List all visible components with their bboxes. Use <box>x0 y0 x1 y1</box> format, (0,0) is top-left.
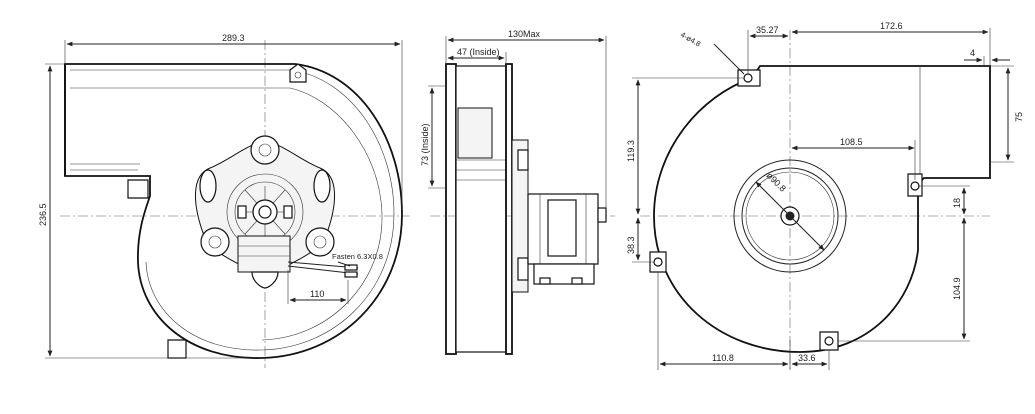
dim-bottom-left-text: 110.8 <box>712 353 734 363</box>
front-housing-inner <box>70 69 395 351</box>
dim-inside-height-text: 73 (Inside) <box>420 123 430 166</box>
dim-bottom-right-text: 33.6 <box>798 353 816 363</box>
dim-outlet-length-text: 172.6 <box>880 21 903 31</box>
motor-boss-top-hole <box>258 143 272 157</box>
terminal-leader <box>337 261 351 267</box>
side-front-plate <box>445 63 457 355</box>
dim-lower-offset-text: 38.3 <box>626 236 636 254</box>
motor-coil-base <box>251 271 279 289</box>
dim-outlet-height-text: 75 <box>1014 112 1024 122</box>
dim-max-text: 130Max <box>508 29 541 39</box>
mount-hole-right <box>910 181 920 191</box>
motor-coil <box>237 235 291 273</box>
motor-boss-right-hole <box>313 235 327 249</box>
mount-inlet-ring <box>741 167 839 265</box>
dim-right-height-text: 104.9 <box>952 277 962 300</box>
side-motor-coil <box>547 199 577 257</box>
mount-view: ø90.8 4-ø4.8 35.27 172.6 4 75 119.3 38.3 <box>626 21 1024 370</box>
front-left-tab <box>127 179 149 199</box>
mount-inlet-ring-inner <box>745 171 835 261</box>
mount-hole-left <box>653 257 663 267</box>
side-motor-terminal <box>597 207 607 223</box>
front-housing-outline <box>64 63 403 359</box>
mount-hole-bottom <box>824 336 834 346</box>
front-view: Fasten 6.3X0.8 110 289.3 236.5 <box>38 33 410 368</box>
terminal-2 <box>344 271 358 278</box>
dim-right-small-text: 18 <box>952 198 962 208</box>
mount-hole-top <box>743 73 753 83</box>
dim-center-outlet-text: 108.5 <box>840 137 863 147</box>
side-boss-bottom <box>517 257 529 281</box>
mount-outline <box>653 65 991 353</box>
front-mount-hole <box>294 71 302 79</box>
side-back-plate <box>505 63 513 355</box>
side-inlet <box>457 107 493 159</box>
dim-flange-text: 4 <box>970 48 975 58</box>
dim-hole-offset-text: 35.27 <box>756 25 779 35</box>
front-bottom-tab <box>167 339 187 359</box>
dim-inside-depth-text: 47 (Inside) <box>457 47 500 57</box>
front-mount-tab <box>289 63 307 83</box>
terminal-label: Fasten 6.3X0.8 <box>332 252 383 261</box>
frame-bolt-left <box>237 205 247 219</box>
dim-upper-height-text: 119.3 <box>626 140 636 162</box>
dim-diameter-text: ø90.8 <box>765 170 788 193</box>
frame-bolt-right <box>283 205 293 219</box>
dim-height-text: 236.5 <box>38 203 48 226</box>
side-view: 130Max 47 (Inside) 73 (Inside) <box>420 29 615 355</box>
holes-leader <box>713 43 745 75</box>
dim-width-text: 289.3 <box>222 33 245 43</box>
dim-diameter-line <box>755 181 825 251</box>
dim-110-text: 110 <box>310 289 324 299</box>
motor-lobe-right <box>313 169 331 203</box>
side-boss-top <box>517 149 529 171</box>
motor-boss-top <box>250 135 280 165</box>
motor-boss-right <box>305 227 335 257</box>
motor-boss-left-hole <box>208 235 222 249</box>
motor-boss-left <box>200 227 230 257</box>
side-motor-flange <box>511 139 529 293</box>
terminal-1 <box>344 264 358 271</box>
front-housing-inner-2 <box>70 87 383 341</box>
mount-inlet-ring-outer <box>733 159 847 273</box>
motor-shaft <box>258 205 272 219</box>
motor-lobe-left <box>199 169 217 203</box>
holes-text: 4-ø4.8 <box>679 30 702 49</box>
